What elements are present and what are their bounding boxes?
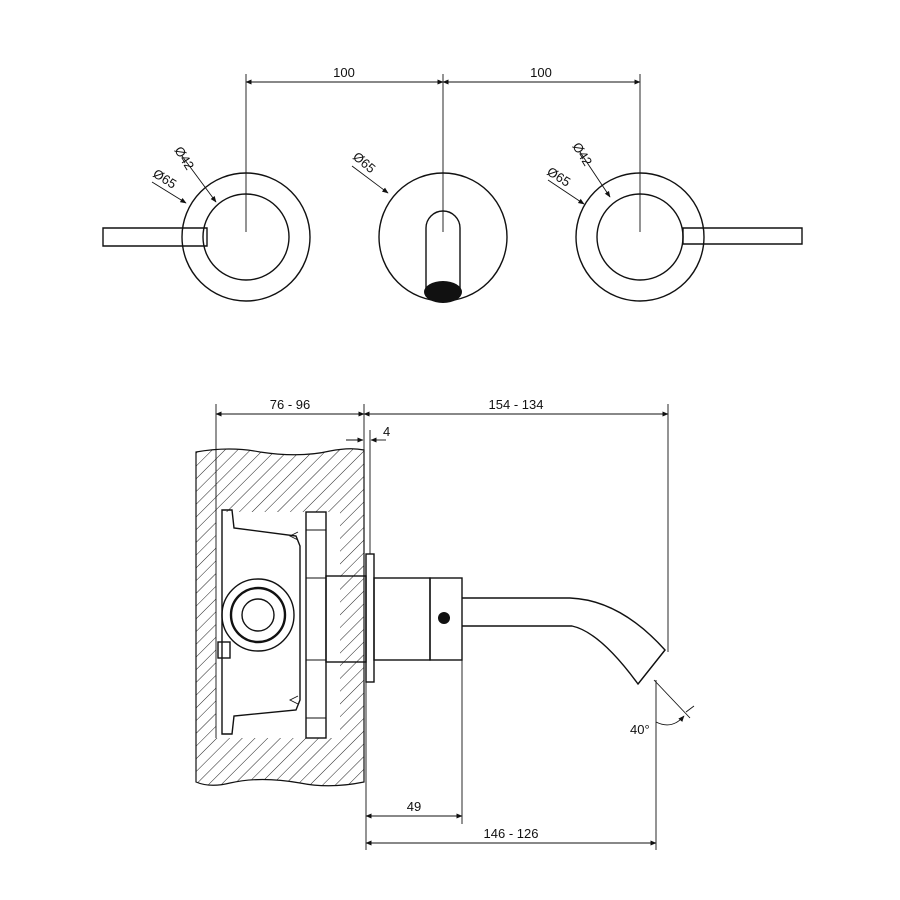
right-handle-lever	[682, 227, 803, 245]
valve-inlet-ring	[229, 586, 287, 644]
valve-housing	[221, 509, 301, 735]
spout-side	[373, 577, 666, 686]
wall-section	[195, 448, 365, 787]
spout-reach-label: 146 - 126	[484, 826, 539, 841]
spout-grub-screw	[438, 612, 450, 624]
spout-collar	[373, 577, 431, 661]
left-handle-lever	[102, 227, 208, 247]
right-handle: Ø42 Ø65	[544, 140, 803, 302]
side-view: 40° 76 - 96 154 - 134 4 49 146 - 126	[195, 397, 695, 850]
spacing-right-label: 100	[530, 65, 552, 80]
spacing-dimension: 100 100	[245, 65, 641, 232]
top-dimensions: 76 - 96 154 - 134 4	[215, 397, 669, 652]
bottom-dimensions: 49 146 - 126	[365, 660, 657, 850]
left-handle-rosette	[181, 172, 311, 302]
valve-inlet-nut	[217, 641, 231, 659]
wall-plate	[365, 553, 375, 683]
valve-body	[217, 509, 367, 739]
wall-depth-label: 76 - 96	[270, 397, 310, 412]
plate-thickness-label: 4	[383, 424, 390, 439]
valve-inlet-outer	[221, 578, 295, 652]
spout-angle-label: 40°	[630, 722, 650, 737]
right-handle-inner-diam: Ø42	[569, 140, 595, 169]
spout-angle: 40°	[630, 679, 695, 737]
spout-body	[429, 577, 463, 661]
right-handle-outer-diam: Ø65	[544, 164, 573, 190]
right-handle-rosette	[575, 172, 705, 302]
spout-outline	[425, 210, 461, 291]
spout-outlet	[424, 281, 462, 303]
left-handle: Ø42 Ø65	[102, 144, 311, 302]
left-handle-knob	[202, 193, 290, 281]
left-handle-outer-diam: Ø65	[150, 166, 179, 192]
spout-tube	[462, 597, 666, 686]
valve-inlet-inner	[241, 598, 275, 632]
front-view: 100 100 Ø42 Ø65 Ø65 Ø42	[102, 65, 803, 303]
spacing-left-label: 100	[333, 65, 355, 80]
body-length-label: 49	[407, 799, 421, 814]
spout-plate-front: Ø65	[350, 149, 508, 303]
overall-projection-label: 154 - 134	[489, 397, 544, 412]
left-handle-inner-diam: Ø42	[171, 144, 197, 173]
spout-plate-diam: Ø65	[350, 149, 378, 176]
